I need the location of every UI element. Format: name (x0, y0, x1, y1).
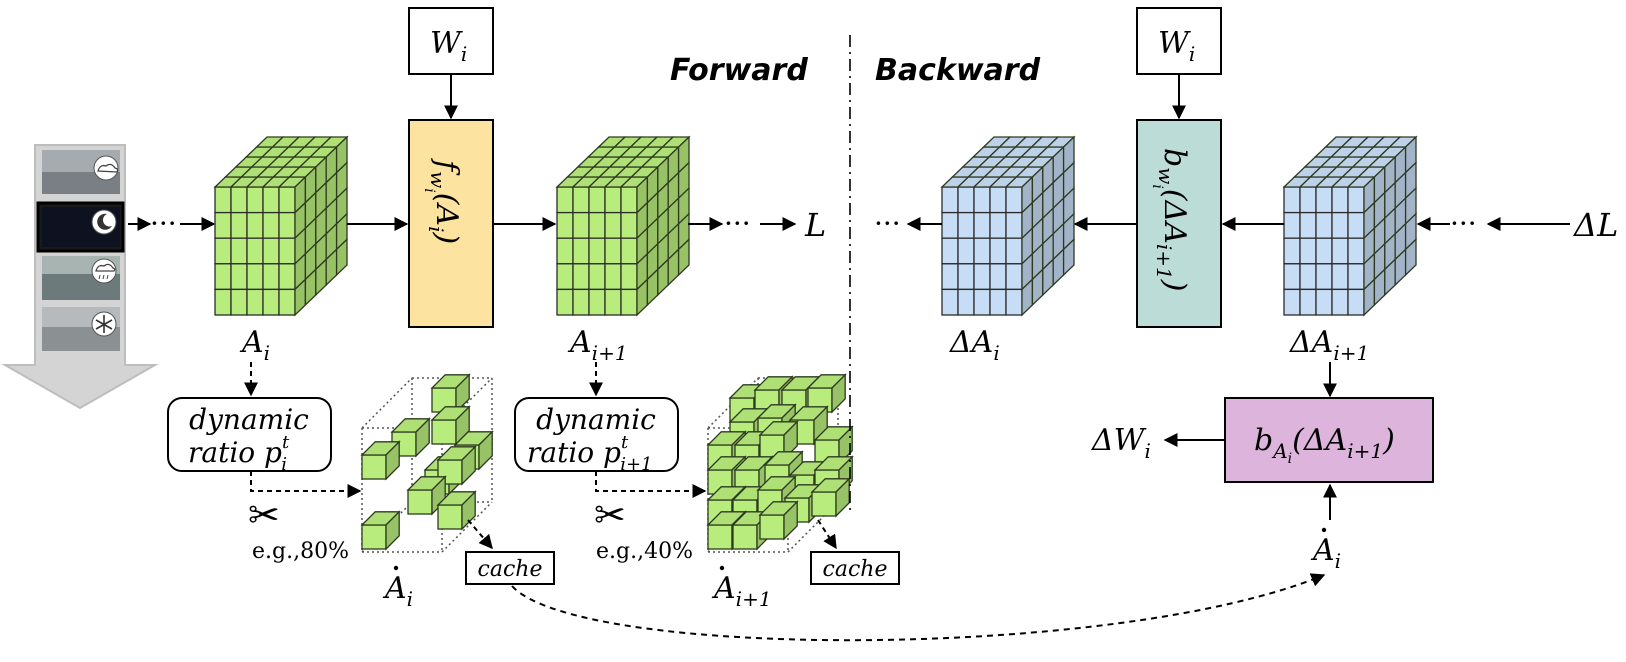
sparse-activation-cube-80 (360, 373, 494, 553)
svg-text:dynamic: dynamic (536, 403, 656, 436)
svg-text:bAi(ΔAi+1): bAi(ΔAi+1) (1254, 423, 1395, 467)
gradient-cube-delta-a-i (940, 135, 1076, 317)
svg-text:cache: cache (823, 557, 888, 582)
weight-gradient-function-box: bAi(ΔAi+1) (1224, 397, 1434, 483)
forward-function-box: fwi(Ai) (408, 119, 494, 328)
svg-text:Wi: Wi (430, 26, 467, 66)
svg-text:cache: cache (478, 557, 543, 582)
forward-title: Forward (670, 53, 808, 88)
label-sparse-a-i-plus-1: Ai+1 (711, 571, 772, 611)
forward-output-dots: ··· (724, 207, 751, 240)
label-delta-w-i: ΔWi (1091, 423, 1151, 463)
ratio-example-40: e.g.,40% (596, 539, 693, 564)
label-cached-a-i: Ai (1310, 533, 1341, 573)
cloudy-icon (93, 155, 119, 181)
scissors-icon: ✂ (594, 493, 626, 537)
label-delta-a-i-plus-1: ΔAi+1 (1289, 325, 1369, 365)
backward-output-dots: ··· (874, 207, 901, 240)
forward-input-dots: ··· (150, 207, 177, 240)
cache-box-1: cache (465, 551, 555, 585)
label-a-i: Ai (239, 325, 270, 365)
backward-input-dots: ··· (1450, 207, 1477, 240)
rain-icon (91, 258, 117, 284)
label-a-i-plus-1: Ai+1 (567, 325, 628, 365)
forward-weight-box: Wi (408, 7, 494, 75)
activation-cube-a-i-plus-1 (555, 135, 691, 317)
grad-loss-label: ΔL (1572, 206, 1618, 244)
svg-text:ratio pti: ratio pti (188, 432, 290, 475)
label-delta-a-i: ΔAi (949, 325, 1000, 365)
label-sparse-a-i: Ai (382, 571, 413, 611)
loss-label: L (804, 206, 826, 244)
snow-icon (91, 311, 117, 337)
backward-title: Backward (875, 53, 1041, 88)
svg-text:ratio pti+1: ratio pti+1 (527, 432, 653, 475)
backward-function-box: bwi(ΔAi+1) (1136, 119, 1222, 328)
activation-cube-a-i (213, 135, 349, 317)
night-icon (91, 209, 117, 235)
svg-text:Wi: Wi (1158, 26, 1195, 66)
backward-weight-box: Wi (1136, 7, 1222, 75)
cache-box-2: cache (810, 551, 900, 585)
scissors-icon: ✂ (248, 493, 280, 537)
gradient-cube-delta-a-i-plus-1 (1282, 135, 1418, 317)
sparse-activation-cube-40 (706, 373, 854, 553)
svg-text:dynamic: dynamic (189, 403, 309, 436)
ratio-example-80: e.g.,80% (252, 539, 349, 564)
svg-text:bwi(ΔAi+1): bwi(ΔAi+1) (1149, 148, 1192, 291)
input-frames-stream (1, 144, 159, 410)
cache-reuse-curve (511, 573, 1326, 642)
